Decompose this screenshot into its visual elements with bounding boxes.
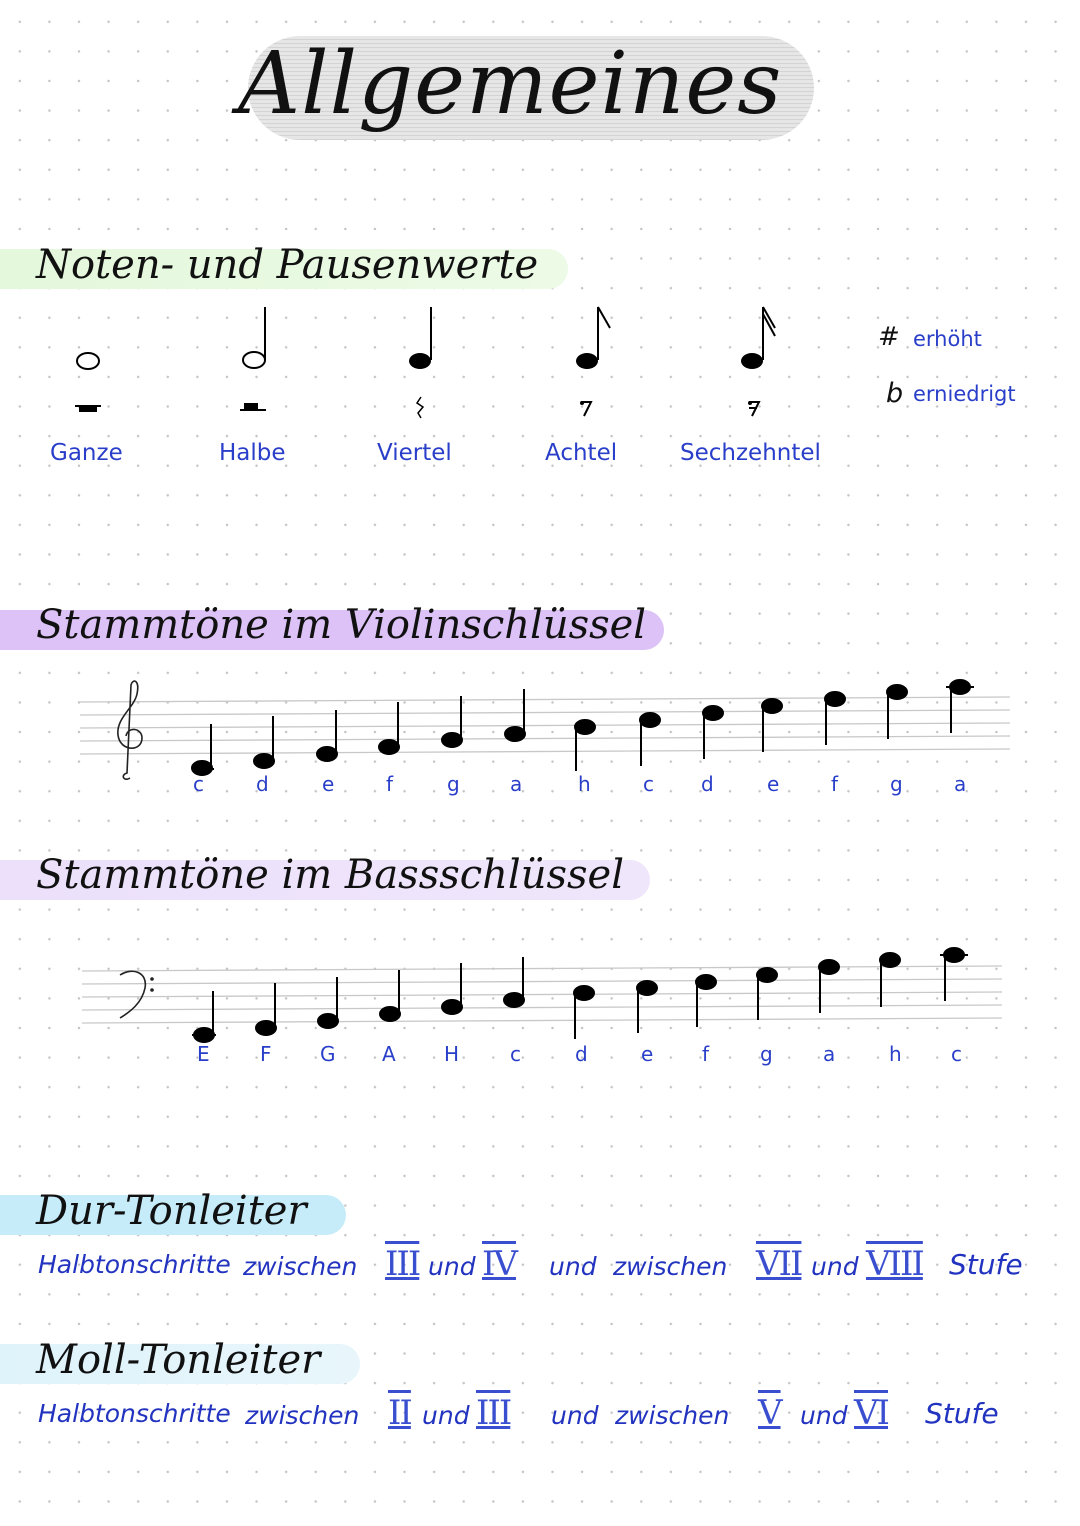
major-text-und-2: und (549, 1252, 597, 1281)
major-degree-7: VII (756, 1244, 803, 1284)
bass-note-label: d (575, 1042, 588, 1066)
minor-text-zwischen: zwischen (245, 1401, 360, 1430)
treble-note-label: f (386, 772, 394, 796)
heading-bass: Stammtöne im Bassschlüssel (36, 852, 624, 898)
bass-note-label: c (951, 1042, 962, 1066)
heading-major-scale: Dur-Tonleiter (36, 1188, 307, 1234)
treble-staff (79, 679, 1011, 780)
treble-note-label: d (256, 772, 269, 796)
label-sechzehntel: Sechzehntel (680, 440, 821, 466)
major-text-zwischen-2: zwischen (613, 1252, 728, 1281)
label-viertel: Viertel (377, 440, 452, 466)
treble-note-label: d (701, 772, 714, 796)
section-highlight-major (0, 1195, 346, 1235)
half-note-icon (242, 307, 266, 369)
major-degree-3: III (385, 1244, 421, 1284)
bass-note-label: H (444, 1042, 460, 1066)
major-degree-4: IV (482, 1244, 518, 1284)
minor-text-halbtonschritte: Halbtonschritte (38, 1399, 231, 1428)
sharp-icon: # (878, 322, 900, 352)
major-degree-8: VIII (866, 1244, 925, 1284)
heading-minor-scale: Moll-Tonleiter (36, 1337, 321, 1383)
bass-clef-icon (119, 970, 154, 1019)
treble-note-label: g (447, 772, 460, 796)
treble-note-label: f (831, 772, 839, 796)
bass-note-label: a (823, 1042, 836, 1066)
major-text-und-3: und (811, 1252, 859, 1281)
major-text-stufe: Stufe (949, 1248, 1023, 1281)
minor-degree-6: VI (854, 1393, 890, 1433)
title-highlight (248, 36, 814, 140)
section-highlight-note-values (0, 249, 568, 289)
treble-note-label: a (510, 772, 523, 796)
treble-note-label: e (767, 772, 780, 796)
section-highlight-minor (0, 1344, 360, 1384)
minor-degree-2: II (388, 1393, 413, 1433)
minor-text-und-3: und (800, 1401, 848, 1430)
minor-text-stufe: Stufe (925, 1397, 999, 1430)
minor-degree-5: V (758, 1393, 783, 1433)
treble-note-label: c (643, 772, 654, 796)
treble-note-label: c (193, 772, 204, 796)
bass-note-label: E (197, 1042, 210, 1066)
sixteenth-note-icon (741, 306, 776, 369)
treble-note-label: h (578, 772, 591, 796)
eighth-rest-icon (580, 401, 593, 417)
major-text-und: und (428, 1252, 476, 1281)
page-title: Allgemeines (238, 34, 783, 134)
minor-text-zwischen-2: zwischen (615, 1401, 730, 1430)
bass-note-labels: E F G A H c d e f g a h c (0, 1042, 1080, 1068)
bass-note-label: F (260, 1042, 272, 1066)
quarter-note-icon (409, 307, 432, 369)
sixteenth-rest-icon (748, 401, 761, 417)
half-rest-icon (240, 403, 266, 411)
label-erniedrigt: erniedrigt (913, 382, 1016, 406)
treble-note-label: a (954, 772, 967, 796)
bass-note-label: h (889, 1042, 902, 1066)
major-text-zwischen: zwischen (243, 1252, 358, 1281)
treble-note-labels: c d e f g a h c d e f g a (0, 772, 1080, 798)
bass-note-label: c (510, 1042, 521, 1066)
bass-staff (81, 947, 1003, 1043)
whole-note-icon (76, 352, 100, 370)
label-ganze: Ganze (50, 440, 123, 466)
section-highlight-treble (0, 610, 664, 650)
minor-text-und-2: und (551, 1401, 599, 1430)
minor-text-und: und (422, 1401, 470, 1430)
bass-note-label: G (320, 1042, 336, 1066)
bass-note-label: A (382, 1042, 396, 1066)
minor-degree-3: III (476, 1393, 512, 1433)
bass-note-label: g (760, 1042, 773, 1066)
label-achtel: Achtel (545, 440, 618, 466)
bass-note-label: e (641, 1042, 654, 1066)
label-erhoeht: erhöht (913, 327, 982, 351)
heading-treble: Stammtöne im Violinschlüssel (36, 602, 647, 648)
treble-note-label: g (890, 772, 903, 796)
label-halbe: Halbe (219, 440, 286, 466)
treble-clef-icon (117, 680, 143, 780)
quarter-rest-icon (415, 396, 425, 419)
heading-note-values: Noten- und Pausenwerte (36, 242, 539, 288)
bass-note-label: f (702, 1042, 710, 1066)
treble-note-label: e (322, 772, 335, 796)
flat-icon: b (886, 378, 904, 409)
major-text-halbtonschritte: Halbtonschritte (38, 1250, 231, 1279)
eighth-note-icon (576, 306, 611, 369)
section-highlight-bass (0, 860, 650, 900)
note-values-figure (75, 306, 776, 419)
whole-rest-icon (75, 405, 101, 412)
